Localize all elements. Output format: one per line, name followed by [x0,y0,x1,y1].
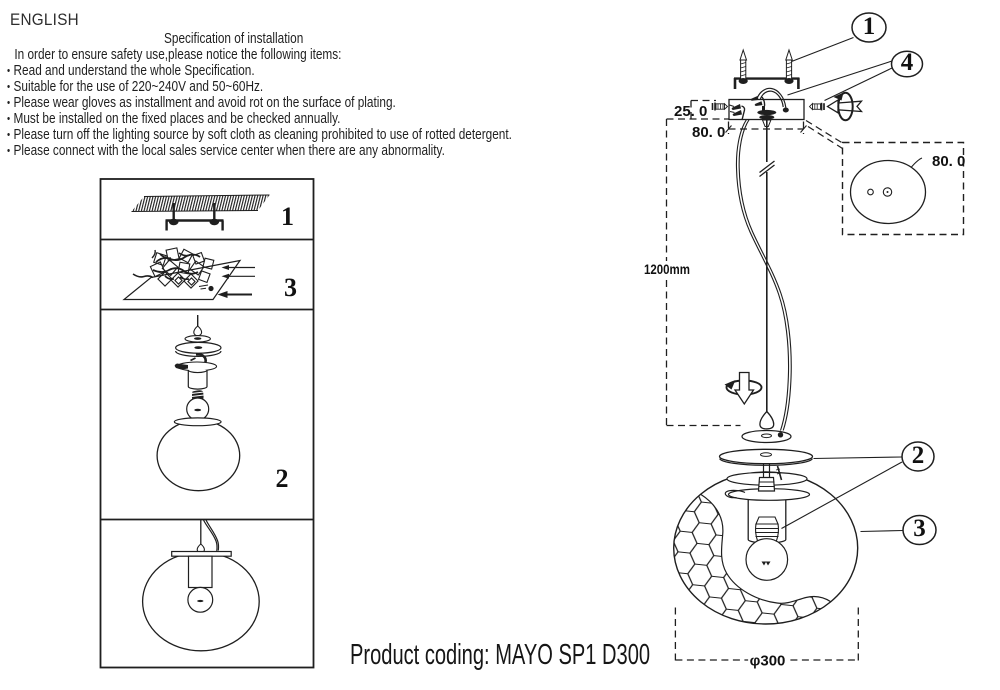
honeycomb-border [700,493,832,604]
suspension [724,119,792,444]
step-number-3: 3 [284,272,297,302]
screw-left [738,48,748,84]
turn-arrow [826,91,864,122]
spec-item-text: Please turn off the lighting source by s… [13,126,512,143]
bullet-icon: • [7,129,11,141]
cable [735,119,790,431]
dim-canopy-width: 80. 0 [692,124,726,141]
spec-text-block: In order to ensure safety use,please not… [7,47,512,160]
spec-item: •Please wear gloves as installment and a… [7,94,512,112]
spec-intro: In order to ensure safety use,please not… [14,47,342,63]
canopy-screw-right [808,102,825,111]
callout-3-number: 3 [913,514,926,542]
panel-exploded-assembly [156,315,241,492]
language-label: ENGLISH [10,10,79,29]
callout-circle-4 [890,50,924,78]
canopy-screw-left [711,102,729,111]
callout-circle-1 [851,12,887,43]
bullet-icon: • [7,145,11,157]
callout-leaders [781,36,904,533]
globe-assembly [673,448,859,625]
panel-wiring-parts [122,247,255,301]
product-coding: Product coding: MAYO SP1 D300 [349,638,650,671]
callout-circles [851,12,937,546]
spec-item: •Suitable for the use of 220~240V and 50… [7,78,512,96]
bullet-icon: • [7,113,11,125]
spec-item-text: Please wear gloves as installment and av… [13,94,396,111]
spec-item-text: Please connect with the local sales serv… [13,142,445,159]
spec-heading: Specification of installation [163,30,303,47]
screw-down-arrow [724,371,763,406]
panel3-arrows [217,265,255,298]
mounting-bracket [733,48,800,89]
step-number-1: 1 [281,201,294,231]
step-box [99,178,315,669]
callout-4-number: 4 [900,48,914,76]
panel-assembled-lamp [141,519,260,652]
dim-canopy-height: 25. 0 [674,103,708,120]
spec-item-text: Suitable for the use of 220~240V and 50~… [13,78,264,95]
dim-globe-diameter: φ300 [747,652,788,669]
spec-item: •Please turn off the lighting source by … [7,126,512,144]
dim-suspension-length: 1200mm [642,260,692,277]
dim-canopy-diameter: 80. 0 [932,152,966,170]
bulb [745,516,789,581]
main-diagram [665,12,965,662]
spec-item: •Read and understand the whole Specifica… [7,62,512,80]
canopy-assembly [711,87,864,127]
callout-2-number: 2 [911,441,925,469]
step-number-2: 2 [275,463,289,493]
callout-1-number: 1 [862,12,876,40]
canopy-detail-view [849,157,927,225]
spec-item-text: Read and understand the whole Specificat… [13,62,255,79]
spec-item-text: Must be installed on the fixed places an… [13,110,341,127]
bullet-icon: • [7,81,11,93]
callout-circle-3 [902,514,937,546]
bullet-icon: • [7,97,11,109]
callout-circle-2 [901,441,935,472]
spec-item: •Please connect with the local sales ser… [7,142,512,160]
screw-right [784,48,794,84]
panel-ceiling-fixing [131,194,270,231]
honeycomb-region [674,494,831,624]
bullet-icon: • [7,65,11,77]
spec-item: •Must be installed on the fixed places a… [7,110,512,128]
